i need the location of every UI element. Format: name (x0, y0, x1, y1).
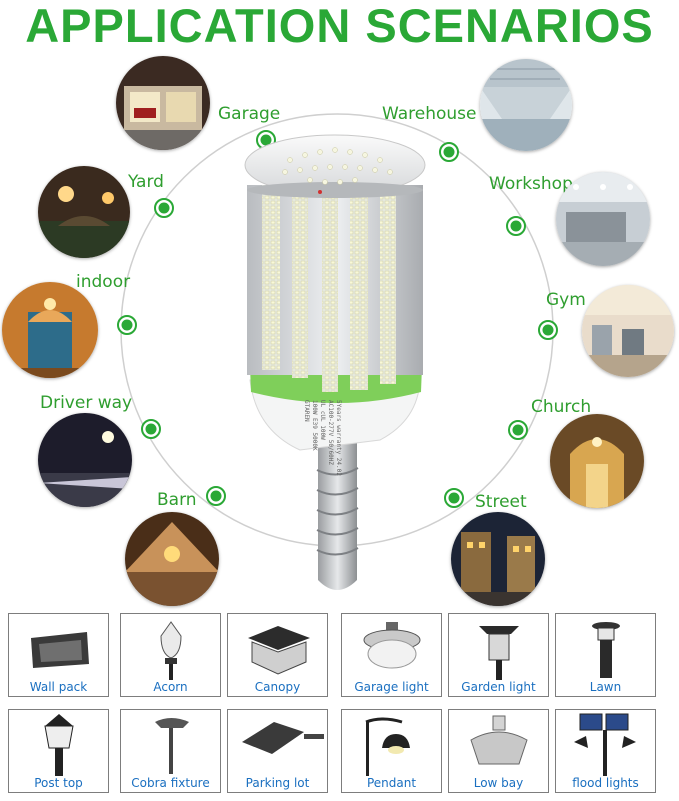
page-title: APPLICATION SCENARIOS (25, 0, 654, 52)
acorn-icon (160, 621, 182, 680)
wall-pack-icon (31, 632, 89, 668)
bulb-label-line: UL cUL 100W (319, 400, 326, 440)
workshop-photo (556, 172, 650, 266)
fixture-label: Garden light (461, 680, 536, 694)
lawn-icon (592, 622, 620, 678)
scenario-label-workshop: Workshop (489, 174, 573, 194)
fixture-card-post-top: Post top (8, 709, 109, 793)
fixture-card-garage-light: Garage light (341, 613, 442, 697)
pendant-icon (365, 717, 410, 776)
fixture-card-flood-lights: flood lights (555, 709, 656, 793)
yard-photo (38, 166, 130, 258)
cobra-fixture-icon (155, 718, 189, 774)
warehouse-photo (480, 59, 572, 151)
fixture-label: Pendant (366, 776, 417, 790)
garden-light-icon (479, 626, 519, 680)
indoor-photo (2, 282, 98, 378)
ring-dot-fill (145, 423, 157, 435)
bulb-label-line: 5Years warranty 24.02 (335, 400, 342, 476)
ring-dot-fill (260, 134, 272, 146)
fixture-card-low-bay: Low bay (448, 709, 549, 793)
fixture-card-garden-light: Garden light (448, 613, 549, 697)
scenario-label-barn: Barn (157, 490, 197, 510)
fixture-label: Canopy (254, 680, 301, 694)
fixture-card-parking-lot: Parking lot (227, 709, 328, 793)
fixture-label: Post top (34, 776, 83, 790)
fixture-label: Parking lot (245, 776, 310, 790)
garage-light-icon (363, 622, 421, 669)
fixture-card-canopy: Canopy (227, 613, 328, 697)
fixture-card-cobra-fixture: Cobra fixture (120, 709, 221, 793)
ring-dot-fill (542, 324, 554, 336)
ring-dot-fill (210, 490, 222, 502)
driver-way-photo (38, 413, 132, 507)
fixture-label: Lawn (589, 680, 622, 694)
scenario-label-garage: Garage (218, 104, 281, 124)
fixture-label: Low bay (473, 776, 524, 790)
bulb-label-line: 100W E39 5000K (311, 400, 318, 451)
scenario-label-warehouse: Warehouse (382, 104, 477, 124)
street-photo (451, 512, 545, 606)
canopy-icon (248, 626, 310, 675)
ring-dot-fill (448, 492, 460, 504)
scenario-label-indoor: indoor (76, 272, 131, 292)
church-photo (550, 414, 644, 508)
fixture-card-lawn: Lawn (555, 613, 656, 697)
flood-lights-icon (574, 713, 636, 776)
scenario-label-driver-way: Driver way (40, 393, 133, 413)
fixture-label: Cobra fixture (131, 776, 210, 790)
fixture-card-acorn: Acorn (120, 613, 221, 697)
fixture-grid: Wall pack Acorn Canopy Garage light Gard… (8, 613, 672, 801)
ring-dot-fill (443, 146, 455, 158)
low-bay-icon (470, 715, 528, 765)
ring-dot-fill (121, 319, 133, 331)
barn-photo (125, 512, 219, 606)
garage-photo (116, 56, 210, 150)
scenario-label-street: Street (475, 492, 527, 512)
gym-photo (582, 285, 674, 377)
fixture-label: Acorn (153, 680, 188, 694)
fixture-label: Wall pack (29, 680, 88, 694)
fixture-label: flood lights (572, 776, 639, 790)
scenario-label-yard: Yard (128, 172, 164, 192)
fixture-label: Garage light (354, 680, 429, 694)
scenario-label-church: Church (531, 397, 592, 417)
ring-dot-fill (158, 202, 170, 214)
scenario-label-gym: Gym (546, 290, 586, 310)
bulb-label-line: AC100-277V 50/60HZ (327, 400, 334, 465)
ring-dot-fill (512, 424, 524, 436)
fixture-card-wall-pack: Wall pack (8, 613, 109, 697)
bulb-label-line: GTAREN (303, 400, 310, 422)
parking-lot-icon (242, 722, 324, 754)
fixture-card-pendant: Pendant (341, 709, 442, 793)
ring-dot-fill (510, 220, 522, 232)
post-top-icon (44, 714, 74, 776)
